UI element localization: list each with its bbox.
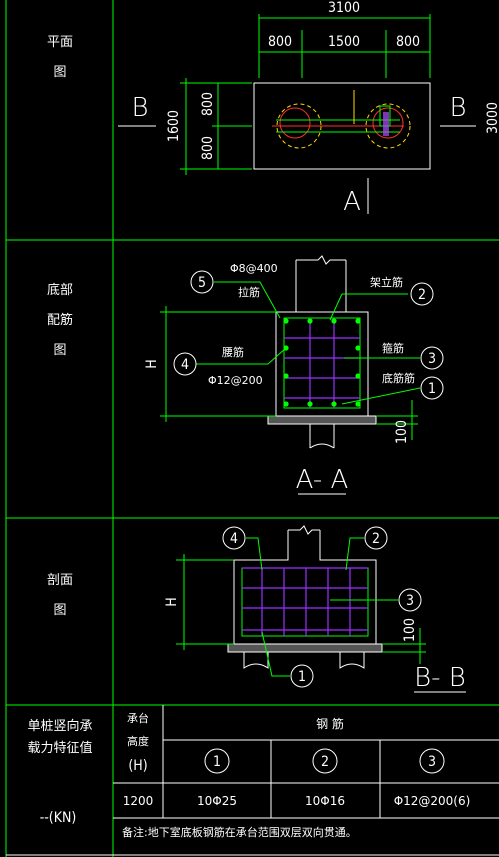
aa-title: A- A <box>296 465 349 495</box>
aa-bar1-name: 底筋筋 <box>382 371 415 385</box>
section-label-1: 剖面 <box>47 573 73 588</box>
dim-seg1: 800 <box>268 34 292 50</box>
aa-tag-4: 4 <box>181 357 189 373</box>
section-label-2: 图 <box>53 603 66 618</box>
spec-table: 单桩竖向承 载力特征值 --(KN) 承台 高度 (H) 钢 筋 1 2 3 1… <box>27 711 470 839</box>
table-note: 备注:地下室底板钢筋在承台范围双层双向贯通。 <box>122 825 357 839</box>
dim-height: 1600 <box>166 110 182 142</box>
dim-half2: 800 <box>200 136 216 160</box>
h-value: 1200 <box>123 794 154 808</box>
aa-h-label: H <box>144 359 160 368</box>
bb-title: B- B <box>414 663 466 693</box>
dim-total: 3100 <box>328 0 360 16</box>
rebar-value-3: Φ12@200(6) <box>394 794 471 808</box>
bb-tag-3: 3 <box>406 593 414 609</box>
aa-dim-100: 100 <box>394 420 410 444</box>
aa-bar3-name: 箍筋 <box>382 341 404 355</box>
section-aa: H 100 5 2 4 3 1 Φ8@400 拉筋 架立筋 腰筋 Φ12@200… <box>144 255 444 495</box>
section-bb: H 100 4 2 3 1 B- B <box>164 525 466 693</box>
table-left-title-2: 载力特征值 <box>27 740 92 756</box>
bb-tag-1: 1 <box>298 669 306 685</box>
aa-waist-spec: Φ12@200 <box>208 374 263 387</box>
aa-bar5-spec: Φ8@400 <box>230 262 278 275</box>
col-tag-1: 1 <box>213 754 221 770</box>
col-tag-3: 3 <box>428 754 436 770</box>
table-left-value: --(KN) <box>40 810 77 826</box>
rebar-value-1: 10Φ25 <box>197 794 237 808</box>
plan-view: 3100 800 1500 800 1600 800 800 B B <box>118 0 499 217</box>
h-header-2: 高度 <box>127 734 149 748</box>
dim-seg2: 1500 <box>328 34 360 50</box>
section-mark-b-right: B <box>449 93 466 123</box>
plan-label-1: 平面 <box>47 35 73 50</box>
bb-dim-100: 100 <box>402 618 418 642</box>
aa-tag-2: 2 <box>418 287 426 303</box>
bottom-label-2: 配筋 <box>47 312 73 328</box>
h-header-1: 承台 <box>127 711 149 725</box>
aa-bar2-name: 架立筋 <box>370 275 403 289</box>
rebar-header: 钢 筋 <box>316 716 344 731</box>
aa-tag-1: 1 <box>428 381 436 397</box>
dim-half1: 800 <box>200 92 216 116</box>
aa-tag-3: 3 <box>428 351 436 367</box>
table-left-title-1: 单桩竖向承 <box>27 718 92 734</box>
bottom-label-3: 图 <box>53 343 66 358</box>
rebar-value-2: 10Φ16 <box>305 794 345 808</box>
dim-seg3: 800 <box>396 34 420 50</box>
bb-tag-2: 2 <box>372 531 380 547</box>
section-mark-b-left: B <box>131 93 148 123</box>
bb-h-label: H <box>164 597 180 606</box>
col-tag-2: 2 <box>321 754 329 770</box>
aa-tag-5: 5 <box>198 275 206 291</box>
aa-waist-name: 腰筋 <box>222 345 244 359</box>
frame-lines <box>5 0 499 857</box>
bottom-label-1: 底部 <box>47 282 73 298</box>
section-mark-a: A <box>343 187 361 217</box>
bb-tag-4: 4 <box>230 531 238 547</box>
aa-bar5-name: 拉筋 <box>238 285 260 299</box>
plan-label-2: 图 <box>53 65 66 80</box>
right-edge-dim: 3000 <box>485 102 499 134</box>
h-header-3: (H) <box>128 758 147 774</box>
